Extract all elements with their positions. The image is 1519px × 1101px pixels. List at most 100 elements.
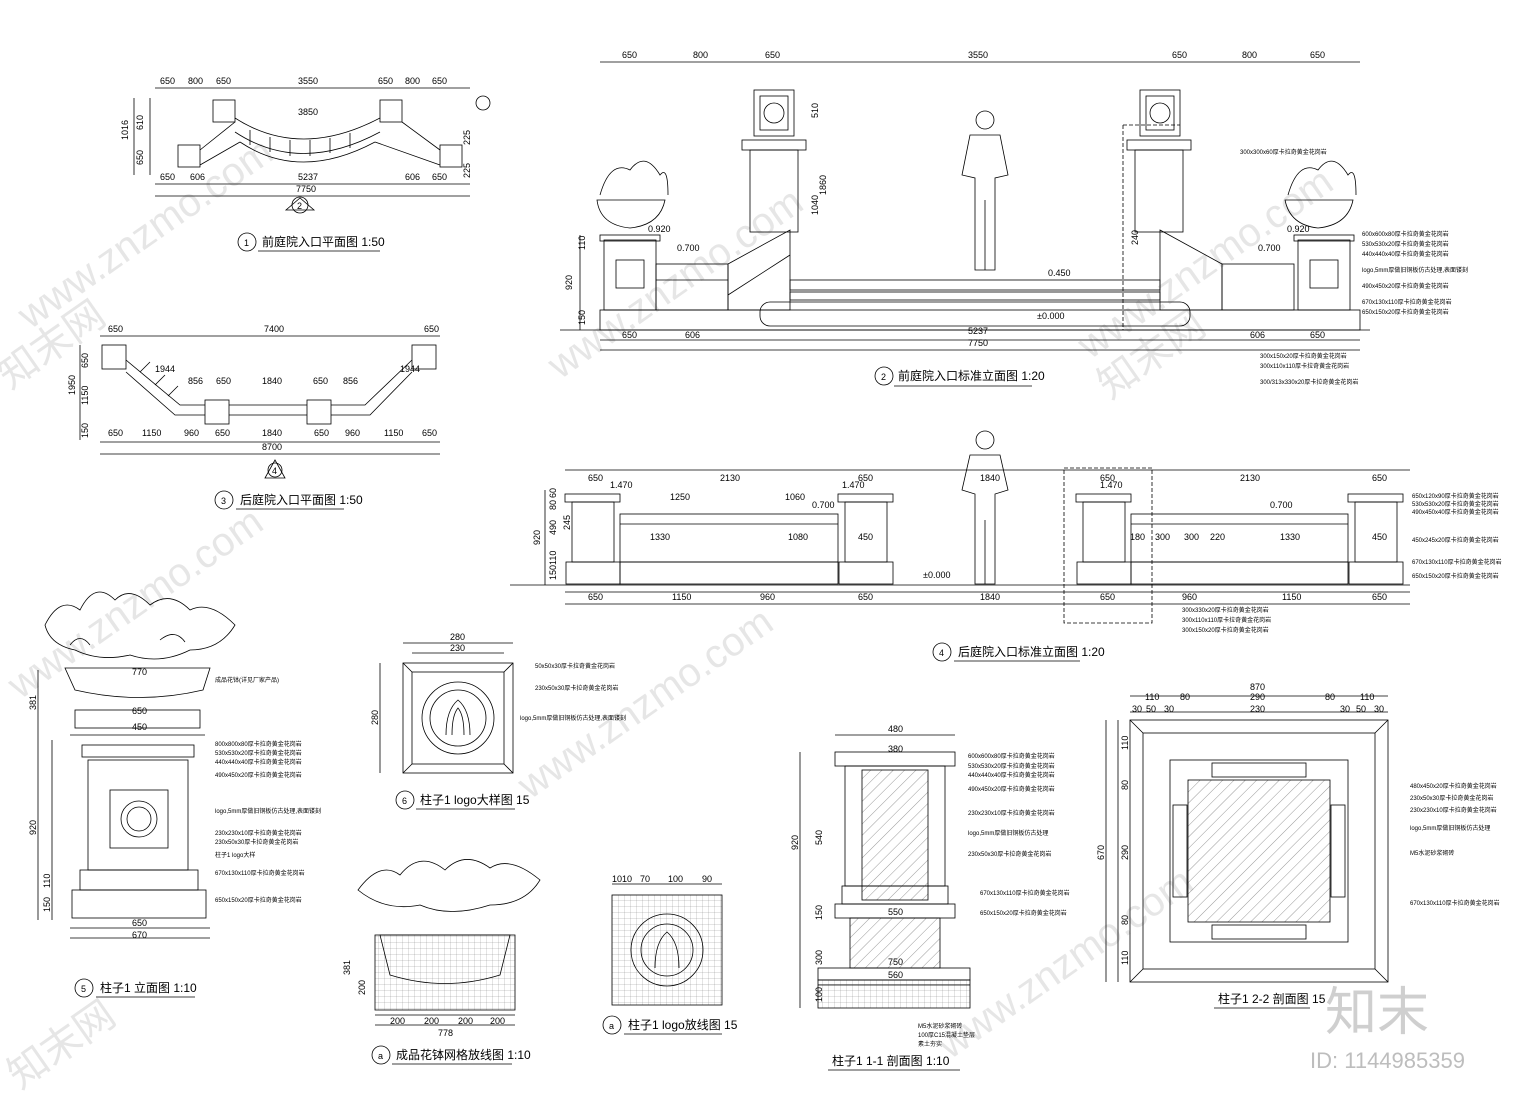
dim: 650 (215, 428, 230, 438)
dim: 110 (1120, 736, 1130, 750)
dim: 650 (132, 706, 147, 716)
dim: 50 (1356, 704, 1366, 714)
level: 1.470 (610, 480, 633, 490)
dim: 650 (622, 330, 637, 340)
callout-note: 650x150x20厚卡拉奇黄金花岗岩 (980, 909, 1067, 917)
dim: 90 (702, 874, 712, 884)
callout-note: 490x450x20厚卡拉奇黄金花岗岩 (968, 785, 1055, 793)
callout-note: logo,5mm厚做旧铜板仿古处理 (1410, 824, 1490, 832)
dim: 800 (405, 76, 420, 86)
callout-note: 230x50x30厚卡拉奇黄金花岗岩 (535, 684, 618, 692)
callout-note: 300x300x60厚卡拉奇黄金花岗岩 (1240, 148, 1327, 156)
dim: 650 (160, 172, 175, 182)
view-number: a (378, 1051, 383, 1061)
view-number: 5 (81, 984, 86, 994)
dim: 960 (760, 592, 775, 602)
dim: 110 (1145, 692, 1159, 702)
dim: 1060 (785, 492, 805, 502)
watermark-site: www.znzmo.com (9, 129, 281, 338)
dim: 1250 (670, 492, 690, 502)
dim: 50 (1146, 704, 1156, 714)
dim: 650 (1100, 473, 1115, 483)
dim: 606 (405, 172, 420, 182)
view-title: 柱子1 2-2 剖面图 15 (1218, 991, 1326, 1006)
dim: 650 (216, 76, 231, 86)
dim: 1330 (650, 532, 670, 542)
callout-note: 440x440x40厚卡拉奇黄金花岗岩 (215, 758, 302, 766)
dim: 650 (1310, 330, 1325, 340)
dim: 80 (1180, 692, 1190, 702)
dim: 650 (424, 324, 439, 334)
column-5-elevation: 770 650 450 650 670 381 920 110 150 成品花钵… (28, 591, 321, 998)
callout-note: 490x450x20厚卡拉奇黄金花岗岩 (215, 771, 302, 779)
section-1-1: 480 380 540 920 300 150 100 750 550 560 … (790, 724, 1070, 1071)
callout-note: 670x130x110厚卡拉奇黄金花岗岩 (1410, 899, 1500, 907)
view-title: 柱子1 1-1 剖面图 1:10 (832, 1053, 950, 1068)
dim: 450 (132, 722, 147, 732)
dim: 100 (814, 987, 824, 1002)
dim: 60 (548, 488, 558, 498)
dim: 8700 (262, 442, 282, 452)
dim: 10 (612, 874, 622, 884)
callout-note: 490x450x20厚卡拉奇黄金花岗岩 (1362, 282, 1449, 290)
watermark-site: www.znzmo.com (509, 599, 781, 808)
callout-note: M5水泥砂浆砌砖 (1410, 849, 1454, 857)
dim: 200 (424, 1016, 439, 1026)
callout-note: 300x110x110厚卡拉奇黄金花岗岩 (1182, 616, 1271, 624)
dim: 1016 (120, 120, 130, 140)
dim: 550 (888, 907, 903, 917)
dim: 650 (378, 76, 393, 86)
dim: 510 (810, 103, 820, 118)
level: 0.700 (812, 500, 835, 510)
dim: 650 (216, 376, 231, 386)
dim: 450 (1372, 532, 1387, 542)
callout-note: 530x530x20厚卡拉奇黄金花岗岩 (968, 762, 1055, 770)
callout-note: 530x530x20厚卡拉奇黄金花岗岩 (1412, 500, 1499, 508)
view-title: 后庭院入口标准立面图 1:20 (958, 644, 1105, 659)
watermark-id: ID: 1144985359 (1310, 1048, 1465, 1073)
dim: 280 (370, 710, 380, 725)
dim: 920 (28, 820, 38, 835)
callout-note: 600x600x80厚卡拉奇黄金花岗岩 (968, 752, 1055, 760)
callout-note: 300x330x20厚卡拉奇黄金花岗岩 (1182, 606, 1269, 614)
dim: 230 (1250, 704, 1265, 714)
dim: 960 (184, 428, 199, 438)
dim: 200 (490, 1016, 505, 1026)
callout-note: 230x230x10厚卡拉奇黄金花岗岩 (1410, 806, 1497, 814)
dim: 870 (1250, 682, 1265, 692)
dim: 300 (1155, 532, 1170, 542)
dim: 1150 (384, 428, 403, 438)
level: 0.700 (677, 243, 700, 253)
dim: 150 (42, 897, 52, 912)
dim: 300 (1184, 532, 1199, 542)
dim: 606 (685, 330, 700, 340)
view-number: 4 (939, 648, 944, 658)
callout-note: 50x50x30厚卡拉奇黄金花岗岩 (535, 662, 615, 670)
callout-note: 530x530x20厚卡拉奇黄金花岗岩 (215, 749, 302, 757)
level: 0.700 (1270, 500, 1293, 510)
view-title: 前庭院入口平面图 1:50 (262, 234, 385, 249)
view-title: 后庭院入口平面图 1:50 (240, 492, 363, 507)
dim: 70 (640, 874, 650, 884)
dim: 150 (548, 565, 558, 580)
level: 0.700 (1258, 243, 1281, 253)
dim: 110 (577, 236, 587, 250)
dim: 650 (1310, 50, 1325, 60)
dim: 540 (814, 830, 824, 845)
callout-note: 670x130x110厚卡拉奇黄金花岗岩 (980, 889, 1070, 897)
callout-note: logo,5mm厚做旧铜板仿古处理,表面镂刻 (1362, 266, 1468, 274)
elevation-2-front-yard: 650 800 650 3550 650 800 650 650 606 523… (560, 50, 1468, 387)
dim: 650 (432, 172, 447, 182)
human-figure (961, 110, 1009, 271)
dim: 800 (693, 50, 708, 60)
callout-note: 650x150x20厚卡拉奇黄金花岗岩 (215, 896, 302, 904)
dim: 960 (1182, 592, 1197, 602)
level: 1.470 (842, 480, 865, 490)
callout-note: 670x130x110厚卡拉奇黄金花岗岩 (1362, 298, 1452, 306)
dim: 1944 (400, 364, 420, 374)
level: ±0.000 (923, 570, 950, 580)
dim: 30 (1164, 704, 1174, 714)
elevation-4-back-yard: 650 2130 650 1840 650 2130 650 1250 1060… (510, 430, 1502, 662)
dim: 245 (562, 515, 572, 530)
